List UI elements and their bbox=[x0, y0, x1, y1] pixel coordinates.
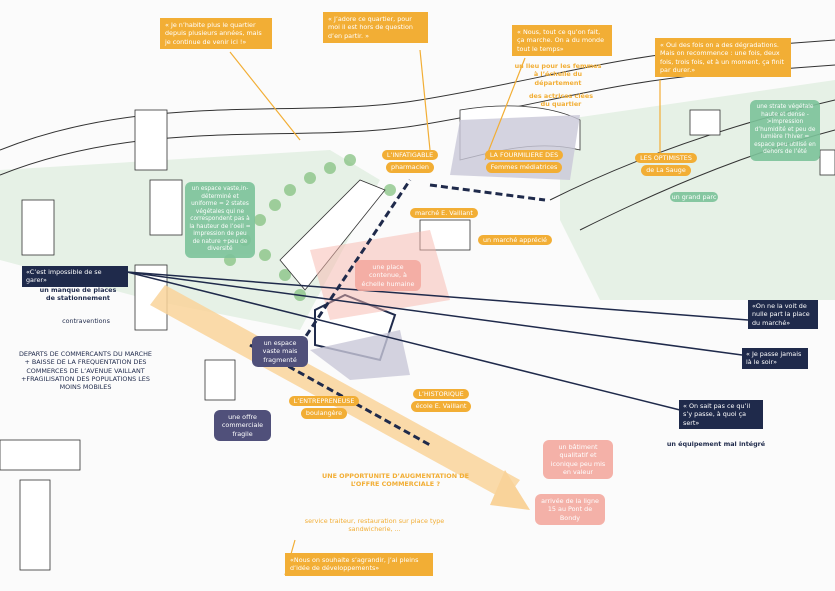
quote-voit: «On ne la voit de nulle part la place du… bbox=[748, 300, 818, 329]
actor-name: LES OPTIMISTES bbox=[635, 153, 697, 164]
note-contraventions: contraventions bbox=[62, 317, 110, 325]
avenue-arrow bbox=[150, 285, 520, 500]
actor-role: boulangère bbox=[300, 408, 348, 419]
quote-marche: « Nous, tout ce qu’on fait, ça marche. O… bbox=[512, 25, 612, 56]
note-traiteur: service traiteur, restauration sur place… bbox=[304, 517, 445, 534]
actor-fourmiliere: LA FOURMILIERE DES Femmes médiatrices bbox=[480, 150, 568, 173]
note-batiment: un bâtiment qualitatif et iconique peu m… bbox=[543, 440, 613, 480]
actor-entrepreneuse: L’ENTREPRENEUSE boulangère bbox=[285, 396, 363, 419]
quote-soir: « Je passe jamais là le soir» bbox=[742, 348, 808, 369]
note-opportunite: UNE OPPORTUNITE D’AUGMENTATION DE L’OFFR… bbox=[322, 472, 469, 489]
label-marche-vaillant: marché E. Vaillant bbox=[410, 208, 478, 219]
note-strate: une strate végétale haute et dense ->imp… bbox=[750, 100, 820, 161]
note-manque-places: un manque de places de stationnement bbox=[39, 286, 117, 303]
note-equipement: un équipement mal intégré bbox=[666, 440, 766, 448]
quote-garer: «C’est impossible de se garer» bbox=[22, 266, 128, 287]
note-fragmente: un espace vaste mais fragmenté bbox=[252, 336, 308, 367]
actor-name: L’ENTREPRENEUSE bbox=[288, 396, 360, 407]
quote-agrandir: «Nous on souhaite s’agrandir, j’ai plein… bbox=[285, 553, 433, 576]
actor-infatigable: L’INFATIGABLE pharmacien bbox=[375, 150, 445, 173]
quote-adore: « J’adore ce quartier, pour moi il est h… bbox=[323, 12, 428, 43]
arrow-head bbox=[490, 470, 530, 510]
note-ligne15: arrivée de la ligne 15 au Pont de Bondy bbox=[535, 494, 605, 525]
actor-optimistes: LES OPTIMISTES de La Sauge bbox=[624, 153, 708, 176]
actor-name: L’INFATIGABLE bbox=[381, 150, 439, 161]
actor-name: LA FOURMILIERE DES bbox=[484, 150, 564, 161]
actor-role: école E. Vaillant bbox=[410, 401, 472, 412]
quote-habite: « Je n’habite plus le quartier depuis pl… bbox=[160, 18, 272, 49]
actor-role: de La Sauge bbox=[641, 165, 691, 176]
note-grand-parc: un grand parc bbox=[670, 192, 718, 203]
actor-name: L’HISTORIQUE bbox=[413, 389, 469, 400]
label-marche-apprecie: un marché apprécié bbox=[478, 235, 552, 246]
leader-lines bbox=[126, 271, 749, 411]
quote-degradations: « Oui des fois on a des dégradations. Ma… bbox=[655, 38, 791, 78]
actor-role: pharmacien bbox=[386, 162, 434, 173]
note-place-contenue: une place contenue, à échelle humaine bbox=[355, 260, 421, 291]
note-lieu-femmes: un lieu pour les femmes à l’échelle du d… bbox=[514, 62, 602, 87]
actor-role: Femmes médiatrices bbox=[485, 162, 563, 173]
note-departs: DEPARTS DE COMMERCANTS DU MARCHE + BAISS… bbox=[19, 350, 152, 392]
quote-sait: « On sait pas ce qu’il s’y passe, à quoi… bbox=[679, 400, 763, 429]
actor-historique: L’HISTORIQUE école E. Vaillant bbox=[405, 389, 477, 412]
note-offre-fragile: une offre commerciale fragile bbox=[214, 410, 271, 441]
note-espace-vaste: un espace vaste,in-déterminé et uniforme… bbox=[185, 182, 255, 258]
note-actrices: des actrices clées du quartier bbox=[528, 92, 594, 109]
